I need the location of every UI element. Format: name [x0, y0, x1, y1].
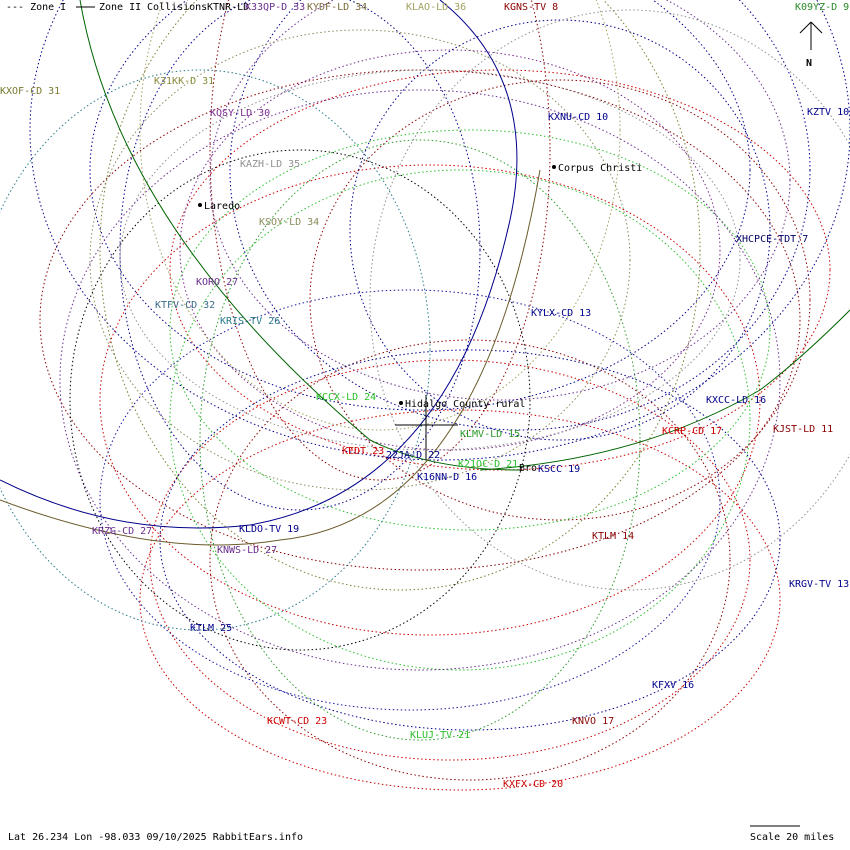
station-label[interactable]: KYDF-LD 34: [307, 2, 367, 13]
station-label[interactable]: KCCX-LD 24: [316, 392, 376, 403]
contour-kcwt: [149, 359, 751, 761]
station-label[interactable]: KTFV-CD 32: [155, 300, 215, 311]
station-label[interactable]: KLDO-TV 19: [239, 524, 299, 535]
contour-ksscc: [119, 0, 481, 511]
place-labels: Laredo Corpus Christi Hidalgo County rur…: [204, 163, 642, 474]
legend-zone1: --- Zone I: [6, 2, 66, 13]
contour-kztv: [29, 0, 850, 461]
legend-zone2: Zone II: [99, 2, 141, 13]
arc-brown-solid: [0, 169, 541, 546]
station-label[interactable]: XHCPCE-TDT 7: [736, 234, 808, 245]
station-label[interactable]: KLMV-LD 15: [460, 429, 520, 440]
contour-ktlm14: [39, 69, 801, 571]
station-label[interactable]: KEDT 23: [342, 446, 384, 457]
corpus-christi-marker: [552, 165, 556, 169]
arc-blue-solid: [0, 0, 518, 529]
legend-collisions: Collisions: [147, 2, 207, 13]
contour-kydf: [369, 9, 850, 591]
hidalgo-marker: [399, 401, 403, 405]
contour-kccx: [169, 129, 771, 531]
station-label[interactable]: KCWT-CD 23: [267, 716, 327, 727]
station-label[interactable]: KLAO-LD 36: [406, 2, 466, 13]
contour-kxof: [99, 0, 701, 591]
coverage-contours: [0, 0, 850, 791]
station-label[interactable]: KLUJ-TV 21: [410, 730, 470, 741]
contour-kfxv: [159, 349, 781, 731]
station-label[interactable]: KJST-LD 11: [773, 424, 833, 435]
place-corpus-christi[interactable]: Corpus Christi: [558, 163, 642, 174]
contour-kjst: [309, 79, 811, 521]
place-laredo[interactable]: Laredo: [204, 201, 240, 212]
laredo-marker: [198, 203, 202, 207]
station-label[interactable]: K31KK-D 31: [154, 76, 214, 87]
contour-kqsy: [209, 0, 791, 401]
contour-klmv: [199, 139, 641, 741]
station-label[interactable]: KRZG-CD 27: [92, 526, 152, 537]
contour-ktnr: [69, 149, 531, 651]
place-markers: [198, 165, 556, 405]
place-hidalgo-county-rural[interactable]: Hidalgo County rural: [405, 399, 525, 410]
contour-kedt: [99, 164, 761, 636]
contour-kazh: [119, 69, 741, 451]
station-label[interactable]: KRGV-TV 13: [789, 579, 849, 590]
station-label[interactable]: KORO 27: [196, 277, 238, 288]
station-label[interactable]: KQSY-LD 30: [210, 108, 270, 119]
station-label[interactable]: KNVO 17: [572, 716, 614, 727]
footer-coords: Lat 26.234 Lon -98.033 09/10/2025 Rabbit…: [8, 832, 303, 843]
contour-ksoy: [89, 29, 631, 491]
station-label[interactable]: K16NN-D 16: [417, 472, 477, 483]
station-label[interactable]: KSOY-LD 34: [259, 217, 319, 228]
station-label[interactable]: KFXV 16: [652, 680, 694, 691]
north-label: N: [806, 58, 812, 69]
contour-kxnu: [229, 0, 811, 431]
station-label[interactable]: KYLX-CD 13: [531, 308, 591, 319]
station-label[interactable]: K21OC-D 21: [458, 459, 518, 470]
station-label[interactable]: 22JA-D 22: [386, 450, 440, 461]
contour-kxcc: [349, 19, 771, 441]
station-label[interactable]: KSCC 19: [538, 464, 580, 475]
location-crosshair: [395, 395, 458, 460]
station-labels: KTNR-LD K33QP-D 33 KYDF-LD 34 KLAO-LD 36…: [0, 2, 849, 790]
arc-green-solid: [79, 0, 521, 471]
station-label[interactable]: KGNS-TV 8: [504, 2, 558, 13]
station-label[interactable]: KXNU-CD 10: [548, 112, 608, 123]
place-bro[interactable]: Bro: [519, 463, 537, 474]
station-label[interactable]: KZTV 10: [807, 107, 849, 118]
north-arrow-icon: [799, 21, 823, 50]
station-label[interactable]: KXFX-CD 20: [503, 779, 563, 790]
station-label[interactable]: KXOF-CD 31: [0, 86, 60, 97]
contour-knvo: [209, 339, 731, 781]
contour-krgv: [89, 0, 751, 411]
arc-green-right: [479, 309, 850, 471]
station-label[interactable]: KCRP-CD 17: [662, 426, 722, 437]
contour-krzg: [59, 89, 781, 671]
contour-kgns: [209, 0, 551, 481]
station-label[interactable]: KTLM 25: [190, 623, 232, 634]
station-label[interactable]: K33QP-D 33: [245, 2, 305, 13]
station-label[interactable]: KNWS-LD 27: [217, 545, 277, 556]
station-label[interactable]: KRIS-TV 26: [220, 316, 280, 327]
contour-k33qp: [179, 49, 721, 451]
contour-klao: [139, 0, 621, 431]
contour-ktlm25: [99, 289, 721, 711]
station-label[interactable]: KAZH-LD 35: [240, 159, 300, 170]
contour-kxfx: [139, 409, 781, 791]
station-label[interactable]: K09YZ-D 9: [795, 2, 849, 13]
contour-kris: [0, 69, 431, 631]
station-label[interactable]: KTNR-LD: [207, 2, 249, 13]
station-label[interactable]: KXCC-LD 16: [706, 395, 766, 406]
footer-scale: Scale 20 miles: [750, 832, 834, 843]
contour-kcrp: [169, 69, 831, 471]
zone2-arcs: [0, 0, 850, 546]
station-label[interactable]: KTLM 14: [592, 531, 634, 542]
contour-kluj: [169, 169, 751, 671]
